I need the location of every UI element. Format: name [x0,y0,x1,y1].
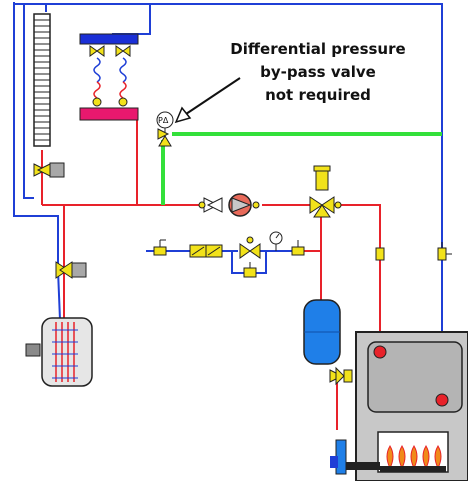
air-vents [375,242,452,261]
differential-pressure-valve: PΔ [156,111,174,147]
return-top-line [14,3,443,400]
annotation-line-2: by-pass valve [260,63,376,81]
circulation-pump [198,193,260,217]
expansion-tank [303,299,341,365]
underfloor-manifold [79,33,139,121]
radiator-valve [33,162,65,178]
supply-pipes [41,108,381,430]
annotation-callout: Differential pressure by-pass valve not … [174,40,406,124]
annotation-line-3: not required [265,86,371,104]
safety-relief-valve [329,366,353,386]
radiator-valve-2 [55,261,87,279]
svg-text:PΔ: PΔ [158,116,169,125]
annotation-line-1: Differential pressure [230,40,405,58]
fill-assembly [153,231,305,278]
mixing-valve [309,165,342,218]
bypass-pipes [161,132,442,205]
boiler [330,331,468,481]
hot-water-cylinder [25,317,93,387]
annotation-arrow [179,77,241,119]
return-main-loop [13,2,61,321]
panel-radiator [33,13,51,147]
supply-main-horizontal-3 [334,204,381,352]
return-to-manifold [112,4,151,35]
return-vertical-left [23,4,34,199]
